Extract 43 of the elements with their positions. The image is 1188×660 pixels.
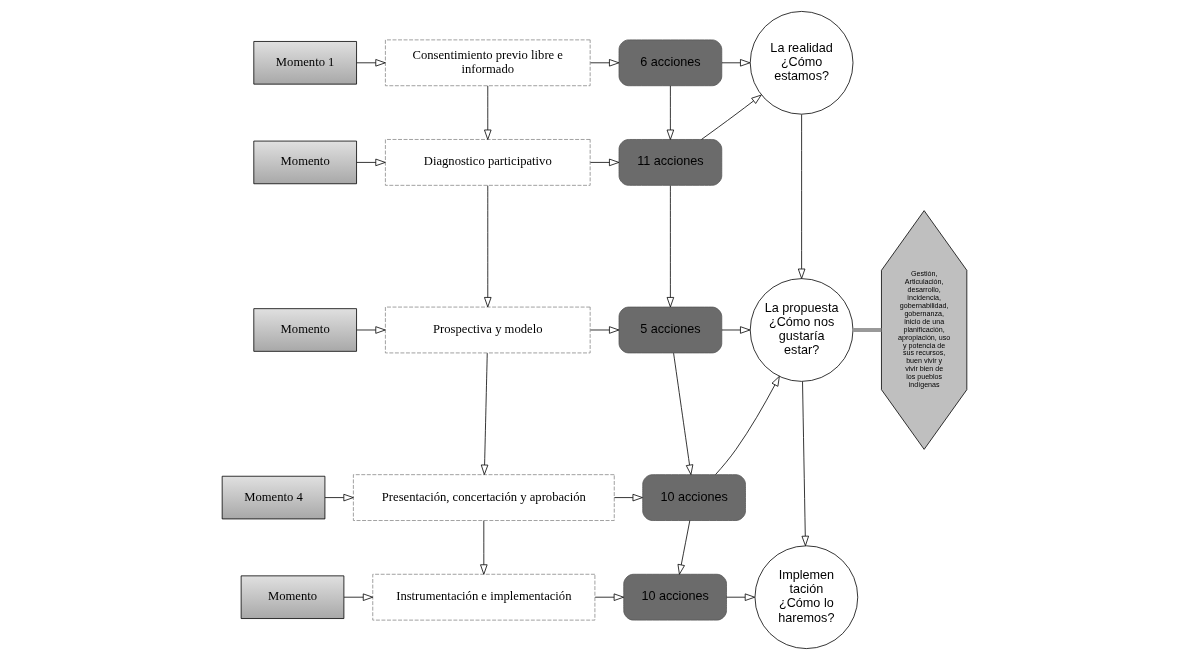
arrow	[356, 158, 386, 167]
arrow	[700, 94, 762, 140]
arrow	[677, 520, 690, 575]
node-circle: Implemen tación ¿Cómo lo haremos?	[754, 545, 858, 649]
arrow	[725, 593, 755, 601]
arrow	[480, 352, 488, 475]
node-box: Prospectiva y modelo	[384, 306, 591, 354]
node-box: 5 acciones	[618, 306, 722, 354]
node-box: Consentimiento previo libre e informado	[384, 39, 591, 87]
node-box: 11 acciones	[618, 139, 722, 186]
node-box: 6 acciones	[618, 39, 722, 87]
arrow	[714, 376, 780, 475]
arrow	[721, 326, 750, 334]
arrow	[479, 520, 488, 575]
arrow	[589, 59, 619, 67]
arrow	[613, 493, 643, 502]
arrow	[594, 593, 624, 601]
arrow	[343, 593, 373, 601]
arrow	[356, 59, 386, 67]
arrow	[483, 185, 491, 308]
node-circle: La propuesta ¿Cómo nos gustaría estar?	[749, 278, 853, 382]
arrow	[801, 381, 809, 547]
node-box: Momento 1	[252, 41, 357, 85]
arrow	[356, 326, 386, 334]
connector	[852, 328, 881, 332]
node-box: Diagnostico participativo	[384, 139, 591, 186]
arrow	[589, 158, 619, 167]
arrow	[672, 352, 693, 475]
arrow	[589, 326, 619, 334]
node-box: Momento	[252, 308, 357, 352]
node-box: Momento	[252, 140, 357, 185]
arrow	[721, 59, 750, 67]
node-box: 10 acciones	[622, 573, 727, 621]
node-box: Instrumentación e implementación	[371, 573, 595, 621]
arrow	[483, 85, 491, 140]
node-box: 10 acciones	[641, 474, 746, 521]
arrow	[324, 493, 354, 502]
node-box: Momento 4	[221, 475, 325, 520]
node-box: Momento	[240, 575, 344, 619]
node-box: Presentación, concertación y aprobación	[352, 474, 615, 521]
arrow	[797, 114, 805, 279]
arrow	[666, 85, 674, 140]
arrow	[666, 185, 674, 308]
